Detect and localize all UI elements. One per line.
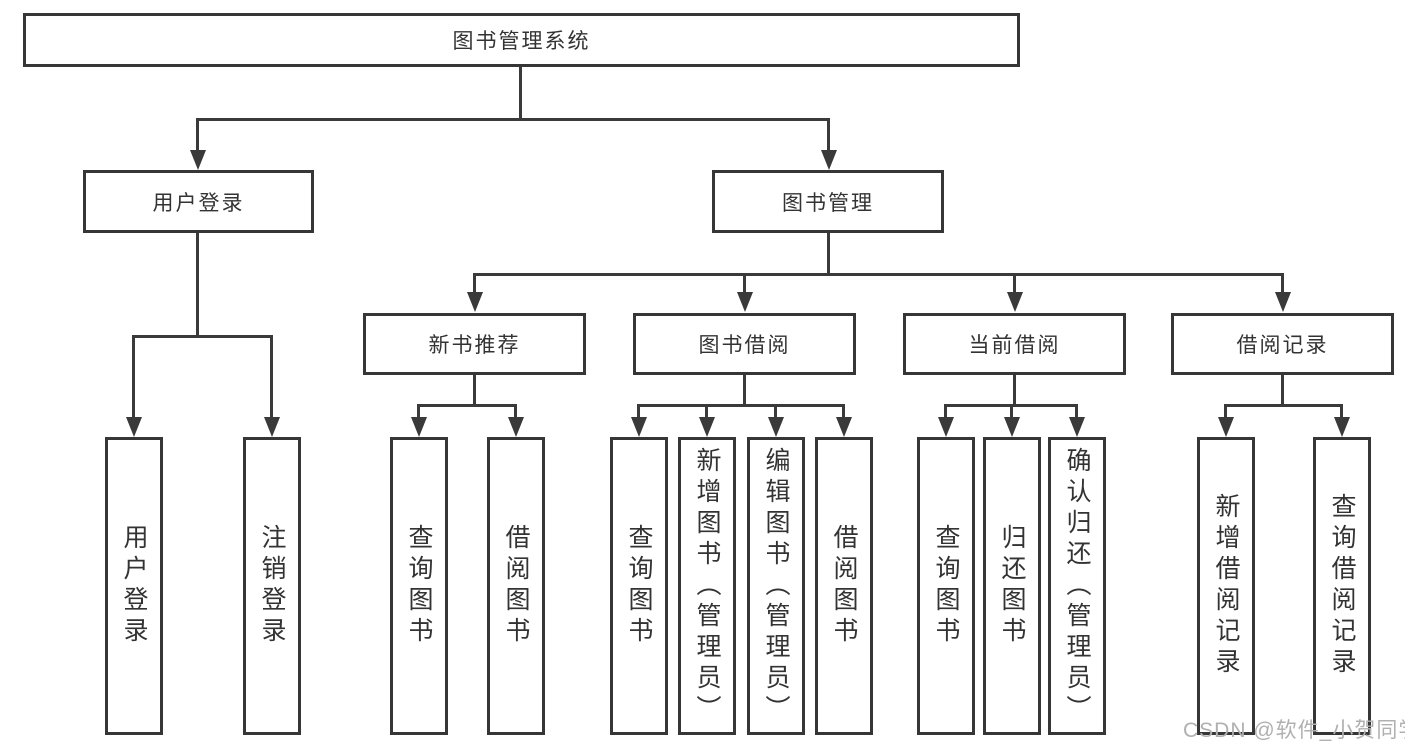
leaf-confirm-return-admin: 确认归还（管理员）	[1048, 437, 1106, 735]
csdn-watermark: CSDN @软件_小贺同学	[1183, 719, 1405, 742]
arrowhead-down-icon	[411, 417, 427, 437]
arrowhead-down-icon	[1007, 292, 1023, 312]
arrowhead-down-icon	[938, 417, 954, 437]
arrowhead-down-icon	[1218, 417, 1234, 437]
leaf-query-borrow-record: 查询借阅记录	[1313, 437, 1371, 735]
leaf-add-borrow-record: 新增借阅记录	[1197, 437, 1255, 735]
connector-currentborrow-stub	[1013, 375, 1016, 404]
leaf-borrow-books-newrec: 借阅图书	[487, 437, 545, 735]
leaf-add-book-admin: 新增图书（管理员）	[678, 437, 736, 735]
connector-drop-leaf-login	[132, 335, 135, 419]
leaf-user-login: 用户登录	[105, 437, 163, 735]
connector-drop-book-mgmt	[827, 118, 830, 152]
arrowhead-down-icon	[1004, 417, 1020, 437]
leaf-logout: 注销登录	[243, 437, 301, 735]
node-borrowing-records: 借阅记录	[1171, 313, 1394, 375]
connector-userlogin-stub	[196, 233, 199, 335]
connector-records-rail	[1224, 404, 1343, 407]
connector-drop	[417, 404, 420, 419]
leaf-query-books-borrow: 查询图书	[610, 437, 668, 735]
connector-drop-leaf-logout	[270, 335, 273, 419]
connector-drop-current-borrow	[1013, 273, 1016, 294]
arrowhead-down-icon	[264, 417, 280, 437]
arrowhead-down-icon	[768, 417, 784, 437]
leaf-return-book: 归还图书	[983, 437, 1041, 735]
arrowhead-down-icon	[821, 150, 837, 170]
connector-bookborrow-stub	[743, 375, 746, 404]
node-current-borrowing: 当前借阅	[903, 313, 1126, 375]
connector-drop	[1075, 404, 1078, 419]
leaf-query-books-current: 查询图书	[917, 437, 975, 735]
connector-newrec-stub	[473, 375, 476, 404]
connector-drop-new-book-rec	[473, 273, 476, 294]
connector-newrec-rail	[417, 404, 517, 407]
leaf-query-books-newrec: 查询图书	[390, 437, 448, 735]
connector-drop-borrow-records	[1281, 273, 1284, 294]
arrowhead-down-icon	[190, 150, 206, 170]
arrowhead-down-icon	[1275, 292, 1291, 312]
connector-drop	[842, 404, 845, 419]
connector-records-stub	[1281, 375, 1284, 404]
arrowhead-down-icon	[699, 417, 715, 437]
arrowhead-down-icon	[836, 417, 852, 437]
connector-drop	[705, 404, 708, 419]
arrowhead-down-icon	[508, 417, 524, 437]
connector-level2-rail	[196, 118, 830, 121]
node-new-book-recommendation: 新书推荐	[363, 313, 586, 375]
connector-drop-book-borrow	[743, 273, 746, 294]
connector-drop	[944, 404, 947, 419]
arrowhead-down-icon	[467, 292, 483, 312]
connector-drop	[1010, 404, 1013, 419]
connector-drop	[514, 404, 517, 419]
leaf-borrow-books-borrow: 借阅图书	[815, 437, 873, 735]
leaf-edit-book-admin: 编辑图书（管理员）	[747, 437, 805, 735]
connector-level3-rail	[473, 273, 1283, 276]
connector-root-stub	[519, 67, 522, 118]
connector-drop	[637, 404, 640, 419]
connector-drop-user-login	[196, 118, 199, 152]
arrowhead-down-icon	[1069, 417, 1085, 437]
node-book-management: 图书管理	[712, 170, 944, 233]
connector-bookborrow-rail	[637, 404, 845, 407]
connector-drop	[1224, 404, 1227, 419]
node-library-management-system: 图书管理系统	[23, 13, 1020, 67]
node-book-borrowing: 图书借阅	[633, 313, 856, 375]
connector-bookmgmt-stub	[827, 233, 830, 273]
connector-userlogin-rail	[132, 335, 272, 338]
arrowhead-down-icon	[1334, 417, 1350, 437]
arrowhead-down-icon	[631, 417, 647, 437]
arrowhead-down-icon	[737, 292, 753, 312]
connector-drop	[774, 404, 777, 419]
node-user-login: 用户登录	[83, 170, 314, 233]
arrowhead-down-icon	[126, 417, 142, 437]
connector-drop	[1340, 404, 1343, 419]
